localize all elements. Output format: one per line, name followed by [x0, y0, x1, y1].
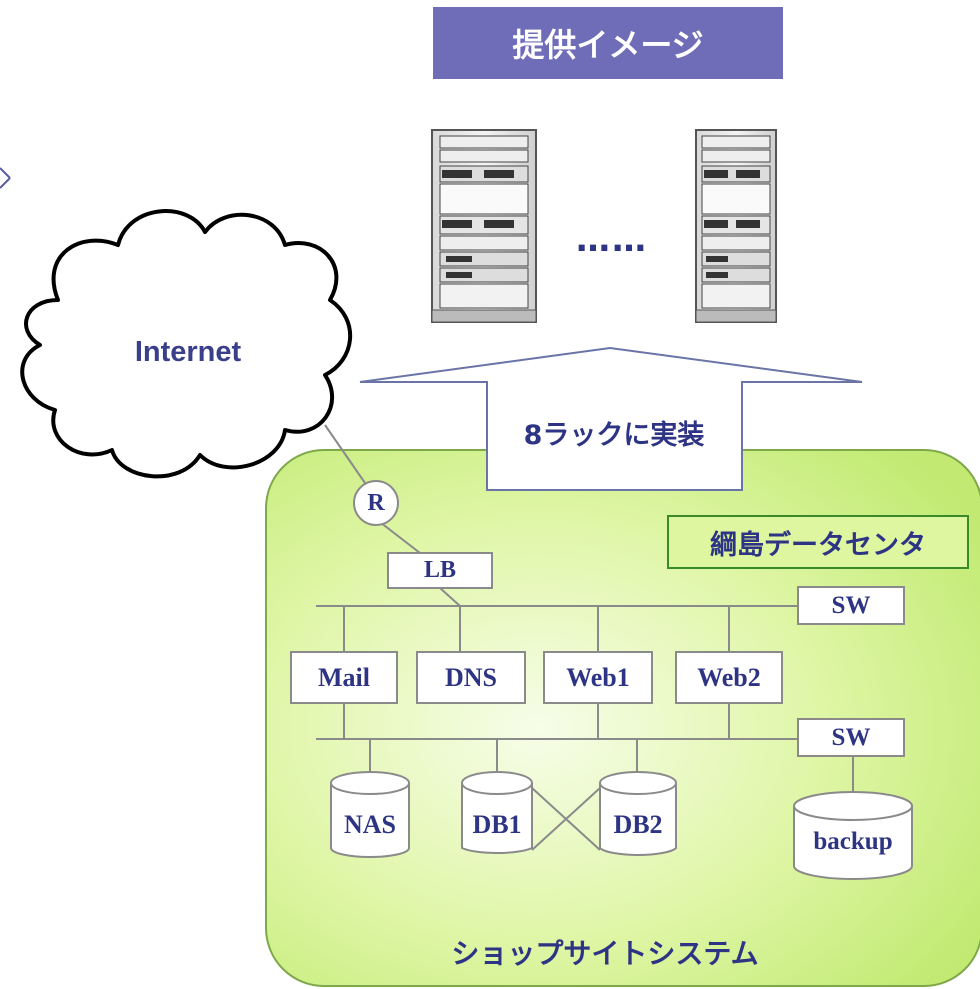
lb-label: LB	[423, 557, 456, 583]
storage-label-db1: DB1	[472, 810, 522, 839]
datacenter-box	[667, 515, 969, 569]
rack-ellipsis: ……	[576, 220, 648, 260]
switch-node-1	[797, 586, 905, 625]
switch-label-1: SW	[831, 591, 871, 619]
network-lines	[316, 424, 854, 851]
datacenter-label: 綱島データセンタ	[710, 529, 926, 561]
implementation-arrow	[359, 346, 863, 491]
edge-arrow-icon	[0, 167, 11, 189]
server-rack-left	[431, 129, 537, 323]
server-label-web1: Web1	[566, 662, 630, 692]
lb-node	[387, 552, 493, 589]
server-label-web2: Web2	[697, 662, 761, 692]
server-node-mail	[290, 651, 398, 704]
arrow-label: 8ラックに実装	[523, 419, 705, 451]
system-label: ショップサイトシステム	[451, 937, 759, 970]
page-title: 提供イメージ	[512, 26, 704, 64]
storage-label-db2: DB2	[613, 810, 663, 839]
switch-label-2: SW	[831, 723, 871, 751]
server-node-web1	[543, 651, 653, 704]
server-node-dns	[416, 651, 526, 704]
server-label-dns: DNS	[444, 662, 497, 692]
internet-label: Internet	[134, 335, 242, 368]
switch-node-2	[797, 718, 905, 757]
storage-node-backup	[793, 791, 913, 880]
internet-cloud	[20, 209, 353, 479]
server-rack-right	[695, 129, 777, 323]
server-label-mail: Mail	[318, 662, 370, 692]
storage-label-nas: NAS	[343, 810, 396, 839]
storage-node-db2	[599, 771, 677, 856]
storage-node-nas	[330, 771, 410, 858]
server-node-web2	[675, 651, 783, 704]
title-banner: 提供イメージ	[433, 7, 783, 79]
router-label: R	[367, 489, 385, 516]
storage-label-backup: backup	[813, 828, 893, 855]
storage-node-db1	[461, 771, 533, 855]
router-node	[353, 480, 399, 526]
